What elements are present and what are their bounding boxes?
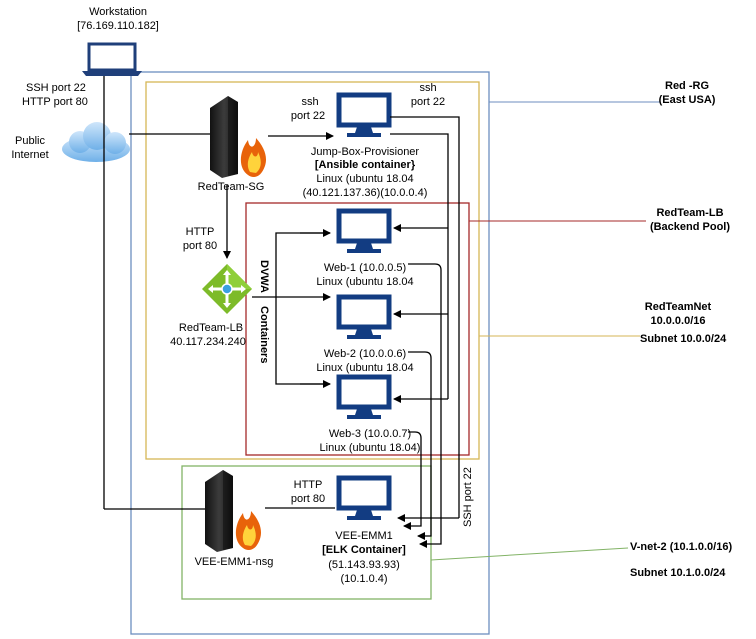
nsg-label: VEE-EMM1-nsg	[194, 556, 274, 568]
backend-pool-box	[245, 202, 470, 456]
elk-private-ip: (10.1.0.4)	[340, 573, 388, 585]
monitor-screen	[336, 294, 392, 330]
monitor-screen	[336, 92, 392, 128]
cloud-icon	[62, 122, 130, 162]
monitor-base	[347, 249, 381, 253]
monitor-base	[347, 133, 381, 137]
monitor-stand	[355, 409, 373, 415]
lb-ip: 40.117.234.240	[170, 336, 246, 348]
firewall-icon	[210, 96, 267, 178]
net-label: RedTeamNet	[644, 301, 712, 313]
lb-name: RedTeam-LB	[178, 322, 244, 334]
vnet2-label: V-net-2 (10.1.0.0/16)	[630, 541, 733, 553]
lb-pool-label: (Backend Pool)	[649, 221, 731, 233]
web3-name: Web-3 (10.0.0.7)	[328, 428, 412, 440]
monitor-stand	[355, 243, 373, 249]
red-rg-box	[130, 71, 490, 635]
jumpbox-os: Linux (ubuntu 18.04	[316, 173, 414, 185]
web2-elk-line	[408, 351, 432, 540]
subnet1-label: Subnet 10.0.0/24	[640, 333, 727, 345]
redteam-sg-label: RedTeam-SG	[197, 181, 265, 193]
subnet2-label: Subnet 10.1.0.0/24	[630, 567, 726, 579]
public-label: Public	[15, 135, 45, 147]
monitor-stand	[355, 127, 373, 133]
dvwa-label: DVWA	[258, 260, 270, 293]
web1-elk-line	[408, 263, 442, 548]
ssh-jump-lines	[390, 116, 460, 518]
monitor-stand	[355, 510, 373, 516]
elk-name: VEE-EMM1	[335, 530, 393, 542]
monitor-base	[347, 415, 381, 419]
web3-elk-line	[403, 431, 422, 530]
load-balancer-icon	[202, 264, 252, 314]
jumpbox-ip: (40.121.137.36)(10.0.0.4)	[302, 187, 428, 199]
web1-name: Web-1 (10.0.0.5)	[323, 262, 407, 274]
http-port-label: HTTP port 80	[22, 96, 88, 108]
monitor-icon	[336, 374, 392, 419]
internet-label: Internet	[11, 149, 49, 161]
http-elk-port-label: port 80	[290, 493, 326, 505]
workstation-ip: [76.169.110.182]	[77, 20, 159, 32]
monitor-icon	[336, 475, 392, 520]
ssh-top-port-label: port 22	[410, 96, 446, 108]
monitor-base	[347, 516, 381, 520]
elk-container: [ELK Container]	[322, 544, 406, 556]
workstation-title: Workstation	[89, 6, 147, 18]
monitor-base	[347, 335, 381, 339]
monitor-screen	[336, 475, 392, 511]
lb-right-label: RedTeam-LB	[656, 207, 724, 219]
web3-os: Linux (ubuntu 18.04)	[319, 442, 421, 454]
vnet2-connector	[430, 547, 629, 561]
monitor-stand	[355, 329, 373, 335]
http-lb-label: HTTP	[185, 226, 215, 238]
rg-label: Red -RG	[665, 80, 709, 92]
monitor-screen	[336, 208, 392, 244]
monitor-icon	[336, 92, 392, 137]
jumpbox-name: Jump-Box-Provisioner	[310, 146, 420, 158]
web1-os: Linux (ubuntu 18.04	[316, 276, 414, 288]
net-cidr-label: 10.0.0.0/16	[650, 315, 706, 327]
containers-label: Containers	[258, 306, 270, 364]
ssh-jump-port-label: port 22	[290, 110, 326, 122]
web2-os: Linux (ubuntu 18.04	[316, 362, 414, 374]
http-elk-label: HTTP	[293, 479, 323, 491]
elk-public-ip: (51.143.93.93)	[328, 559, 400, 571]
web2-name: Web-2 (10.0.0.6)	[323, 348, 407, 360]
ssh-port-label: SSH port 22	[26, 82, 86, 94]
http-lb-port-label: port 80	[182, 240, 218, 252]
ssh-jump-label: ssh	[301, 96, 319, 108]
monitor-icon	[336, 208, 392, 253]
redteamnet-box	[145, 81, 480, 460]
ssh-vertical-label: SSH port 22	[462, 467, 474, 527]
jumpbox-container: [Ansible container}	[314, 159, 416, 171]
monitor-screen	[336, 374, 392, 410]
laptop-icon	[82, 42, 142, 76]
ssh-top-label: ssh	[419, 82, 437, 94]
rg-region-label: (East USA)	[658, 94, 716, 106]
firewall-icon	[205, 470, 262, 552]
monitor-icon	[336, 294, 392, 339]
